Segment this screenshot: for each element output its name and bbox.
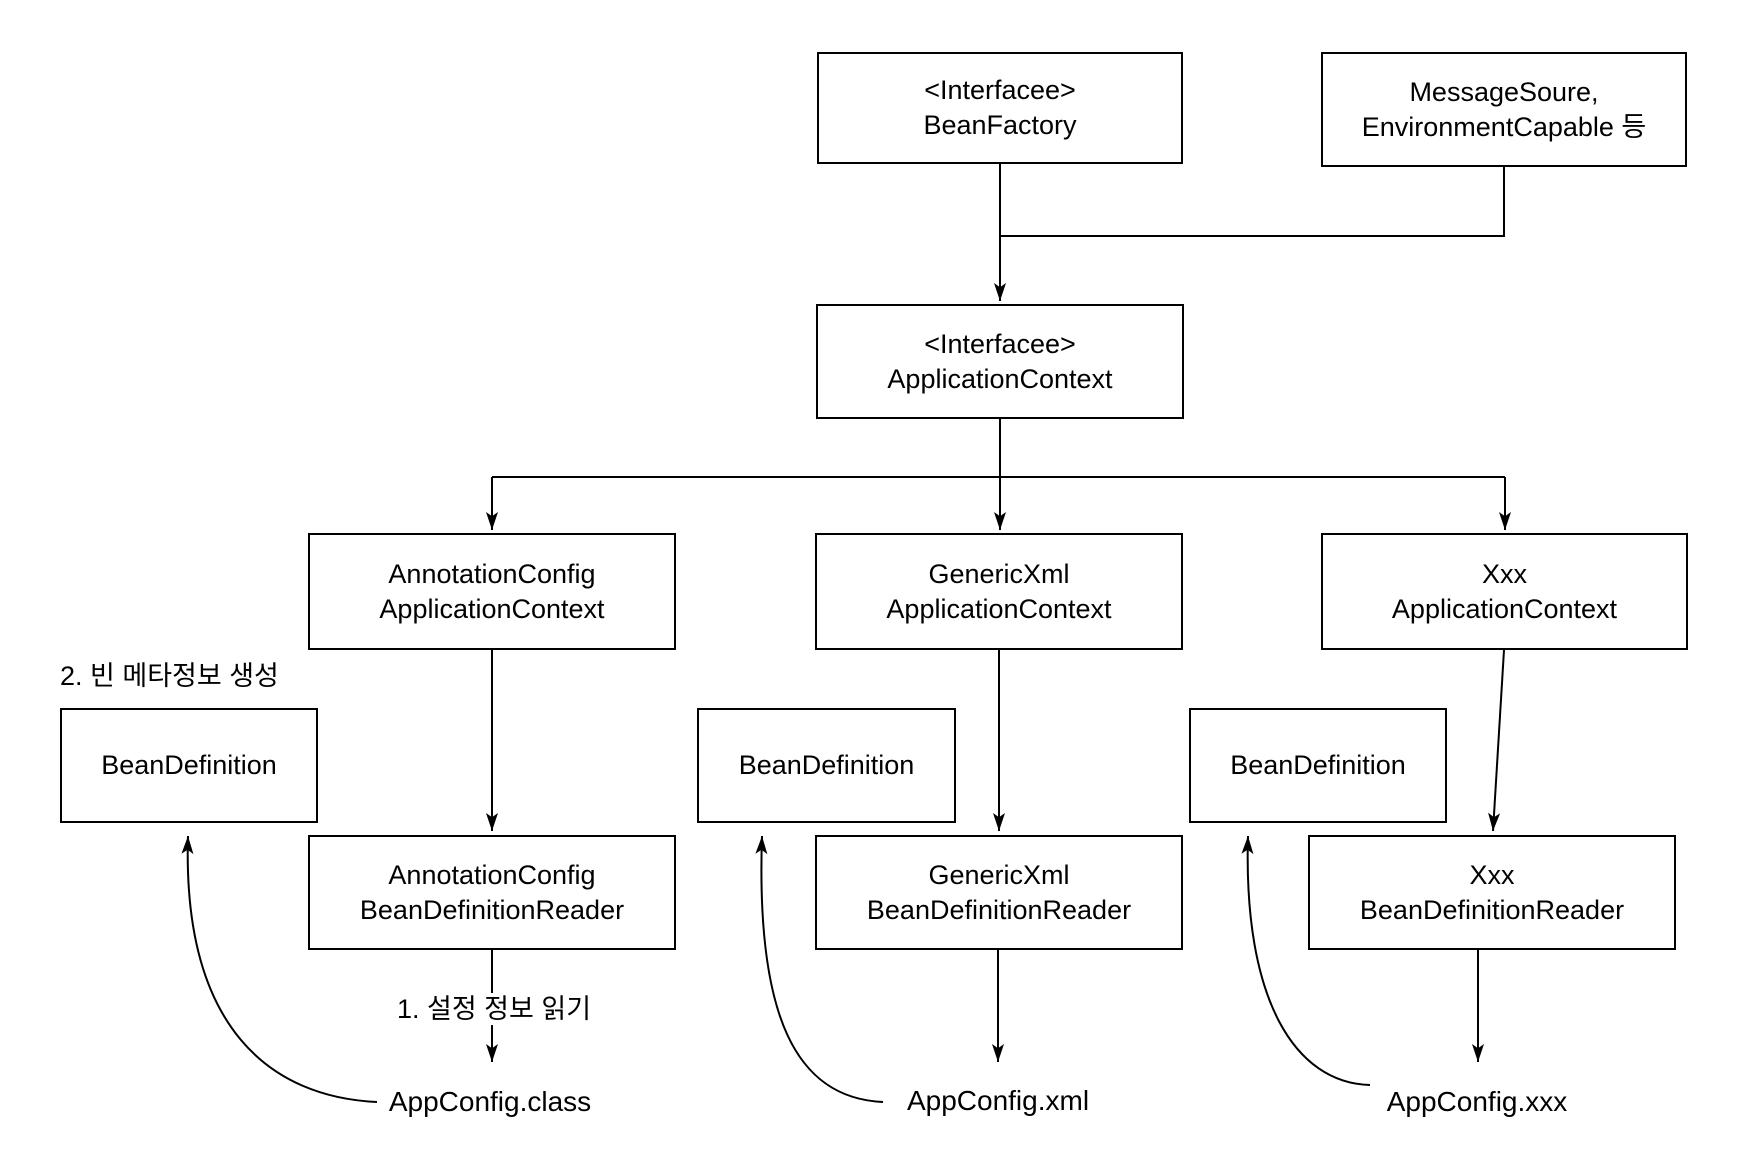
node-annotation-config-context-line1: AnnotationConfig bbox=[388, 558, 596, 589]
node-bean-factory-line2: BeanFactory bbox=[923, 110, 1077, 140]
node-application-context-line2: ApplicationContext bbox=[887, 363, 1113, 394]
node-generic-xml-context: GenericXml ApplicationContext bbox=[815, 533, 1183, 650]
edge-messagesource-join bbox=[1001, 167, 1505, 237]
node-xxx-context-line1: Xxx bbox=[1481, 558, 1527, 589]
node-generic-xml-reader-line1: GenericXml bbox=[928, 859, 1070, 890]
edge-appconfig-xxx-to-beandefinition bbox=[1241, 835, 1371, 1086]
node-bean-definition-right: BeanDefinition bbox=[1189, 708, 1447, 823]
node-generic-xml-context-line1: GenericXml bbox=[928, 558, 1070, 589]
edge-appconfig-class-to-beandefinition bbox=[181, 835, 378, 1103]
node-annotation-config-reader-line1: AnnotationConfig bbox=[388, 859, 596, 890]
node-xxx-context: Xxx ApplicationContext bbox=[1321, 533, 1688, 650]
node-annotation-config-reader-line2: BeanDefinitionReader bbox=[359, 894, 625, 925]
node-application-context: <Interfacee> ApplicationContext bbox=[816, 304, 1184, 419]
node-bean-factory: <Interfacee> BeanFactory bbox=[817, 52, 1183, 164]
node-bean-definition-middle: BeanDefinition bbox=[697, 708, 956, 823]
node-xxx-reader-line1: Xxx bbox=[1469, 859, 1515, 890]
node-message-source: MessageSoure, EnvironmentCapable 등 bbox=[1321, 52, 1687, 167]
edge-xxx-context-to-reader bbox=[1488, 649, 1505, 832]
node-annotation-config-context: AnnotationConfig ApplicationContext bbox=[308, 533, 676, 650]
label-step1-read-config: 1. 설정 정보 읽기 bbox=[389, 993, 599, 1025]
label-step2-create-bean-metadata: 2. 빈 메타정보 생성 bbox=[60, 661, 279, 691]
node-generic-xml-context-line2: ApplicationContext bbox=[886, 593, 1112, 624]
node-bean-factory-line1: <Interfacee> bbox=[924, 75, 1076, 105]
node-xxx-context-line2: ApplicationContext bbox=[1391, 593, 1618, 624]
node-generic-xml-reader-line2: BeanDefinitionReader bbox=[866, 894, 1132, 925]
node-xxx-reader: Xxx BeanDefinitionReader bbox=[1308, 835, 1676, 950]
node-application-context-line1: <Interfacee> bbox=[924, 328, 1076, 359]
node-annotation-config-context-line2: ApplicationContext bbox=[379, 593, 605, 624]
node-xxx-reader-line2: BeanDefinitionReader bbox=[1359, 894, 1625, 925]
node-annotation-config-reader: AnnotationConfig BeanDefinitionReader bbox=[308, 835, 676, 950]
node-bean-definition-left: BeanDefinition bbox=[60, 708, 318, 823]
node-bean-definition-middle-line1: BeanDefinition bbox=[738, 750, 915, 780]
node-generic-xml-reader: GenericXml BeanDefinitionReader bbox=[815, 835, 1183, 950]
node-bean-definition-right-line1: BeanDefinition bbox=[1230, 750, 1406, 780]
label-appconfig-class: AppConfig.class bbox=[388, 1086, 592, 1117]
label-appconfig-xxx: AppConfig.xxx bbox=[1386, 1086, 1568, 1117]
node-message-source-line2: EnvironmentCapable 등 bbox=[1361, 111, 1647, 142]
node-message-source-line1: MessageSoure, bbox=[1409, 76, 1599, 107]
node-bean-definition-left-line1: BeanDefinition bbox=[101, 750, 277, 780]
edge-appconfig-xml-to-beandefinition bbox=[755, 835, 884, 1103]
label-appconfig-xml: AppConfig.xml bbox=[906, 1085, 1090, 1116]
